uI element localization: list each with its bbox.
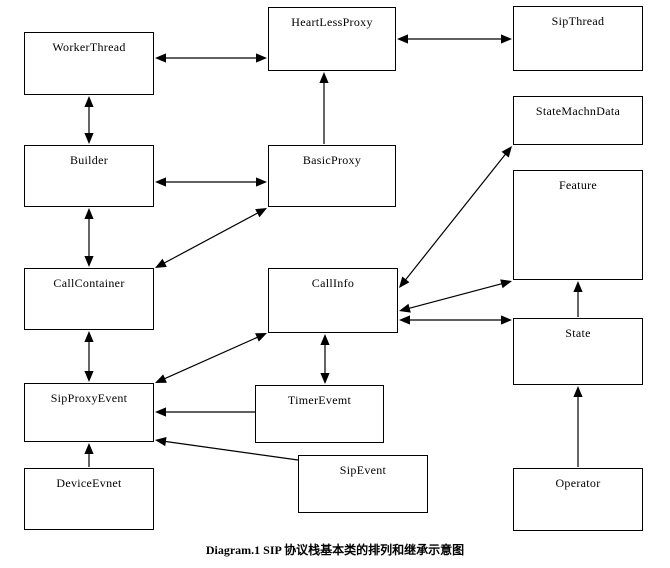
arrowhead-icon — [155, 53, 166, 63]
arrowhead-icon — [155, 436, 167, 447]
edge-callinfo-to-state — [399, 315, 512, 325]
edge-sipevent-to-sipproxyevent — [155, 436, 299, 461]
node-callinfo[interactable]: CallInfo — [268, 268, 398, 333]
node-state[interactable]: State — [513, 318, 643, 385]
arrowhead-icon — [397, 34, 408, 44]
node-label-deviceevnet: DeviceEvnet — [56, 476, 122, 490]
arrowhead-icon — [573, 386, 583, 397]
node-label-statemachndata: StateMachnData — [535, 104, 621, 118]
edge-heartlessproxy-to-sipthread — [397, 34, 512, 44]
arrowhead-icon — [155, 177, 166, 187]
arrowhead-icon — [399, 276, 410, 288]
arrowhead-icon — [500, 279, 512, 289]
arrowhead-icon — [573, 281, 583, 292]
edge-callcontainer-to-basicproxy — [155, 208, 267, 268]
node-label-sipevent: SipEvent — [339, 463, 387, 477]
node-sipproxyevent[interactable]: SipProxyEvent — [24, 383, 154, 442]
arrowhead-icon — [501, 146, 512, 158]
node-statemachndata[interactable]: StateMachnData — [513, 96, 643, 145]
edge-operator-to-state — [573, 386, 583, 467]
node-label-basicproxy: BasicProxy — [302, 153, 362, 167]
edge-builder-to-basicproxy — [155, 177, 267, 187]
arrowhead-icon — [255, 333, 267, 342]
arrowhead-icon — [84, 133, 94, 144]
arrowhead-icon — [84, 256, 94, 267]
node-callcontainer[interactable]: CallContainer — [24, 268, 154, 330]
node-label-state: State — [565, 326, 591, 340]
node-heartlessproxy[interactable]: HeartLessProxy — [268, 7, 396, 71]
arrowhead-icon — [256, 177, 267, 187]
node-deviceevnet[interactable]: DeviceEvnet — [24, 468, 154, 530]
arrowhead-icon — [155, 407, 166, 417]
node-timerevemt[interactable]: TimerEvemt — [255, 385, 384, 443]
edge-line — [407, 282, 504, 310]
node-label-sipproxyevent: SipProxyEvent — [50, 391, 128, 405]
node-sipthread[interactable]: SipThread — [513, 6, 643, 71]
arrowhead-icon — [84, 208, 94, 219]
edge-line — [162, 211, 260, 265]
edge-workerthread-to-heartlessproxy — [155, 53, 267, 63]
edge-line — [163, 440, 299, 461]
node-feature[interactable]: Feature — [513, 170, 643, 280]
edge-workerthread-to-builder — [84, 96, 94, 144]
node-label-builder: Builder — [69, 153, 109, 167]
edge-state-to-feature — [573, 281, 583, 317]
node-builder[interactable]: Builder — [24, 145, 154, 207]
arrowhead-icon — [501, 34, 512, 44]
arrowhead-icon — [84, 331, 94, 342]
edge-builder-to-callcontainer — [84, 208, 94, 267]
arrowhead-icon — [155, 258, 167, 268]
arrowhead-icon — [256, 53, 267, 63]
node-sipevent[interactable]: SipEvent — [298, 455, 428, 513]
arrowhead-icon — [84, 371, 94, 382]
node-label-feature: Feature — [558, 178, 598, 192]
node-operator[interactable]: Operator — [513, 468, 643, 531]
arrowhead-icon — [255, 208, 267, 218]
node-label-sipthread: SipThread — [551, 14, 605, 28]
node-label-heartlessproxy: HeartLessProxy — [291, 15, 373, 29]
edge-callinfo-to-timerevemt — [320, 334, 330, 384]
arrowhead-icon — [319, 72, 329, 83]
edge-callinfo-to-statemachndata — [399, 146, 512, 288]
edge-callcontainer-to-sipproxyevent — [84, 331, 94, 382]
edge-deviceevnet-to-sipproxyevent — [84, 443, 94, 467]
arrowhead-icon — [155, 374, 167, 383]
node-basicproxy[interactable]: BasicProxy — [268, 145, 396, 207]
node-workerthread[interactable]: WorkerThread — [24, 32, 154, 95]
edge-timerevemt-to-sipproxyevent — [155, 407, 255, 417]
arrowhead-icon — [399, 315, 410, 325]
arrowhead-icon — [320, 334, 330, 345]
edge-sipproxyevent-to-callinfo — [155, 333, 267, 383]
arrowhead-icon — [84, 96, 94, 107]
arrowhead-icon — [320, 373, 330, 384]
edge-callinfo-to-feature — [399, 279, 512, 313]
node-label-callcontainer: CallContainer — [53, 276, 125, 290]
edge-line — [162, 336, 260, 380]
arrowhead-icon — [399, 303, 411, 313]
node-label-operator: Operator — [555, 476, 601, 490]
edge-basicproxy-to-heartlessproxy — [319, 72, 329, 144]
node-label-callinfo: CallInfo — [311, 276, 355, 290]
diagram-caption: Diagram.1 SIP 协议栈基本类的排列和继承示意图 — [205, 543, 465, 557]
arrowhead-icon — [84, 443, 94, 454]
arrowhead-icon — [501, 315, 512, 325]
node-label-workerthread: WorkerThread — [52, 40, 126, 54]
node-label-timerevemt: TimerEvemt — [287, 393, 352, 407]
edge-line — [404, 152, 507, 282]
